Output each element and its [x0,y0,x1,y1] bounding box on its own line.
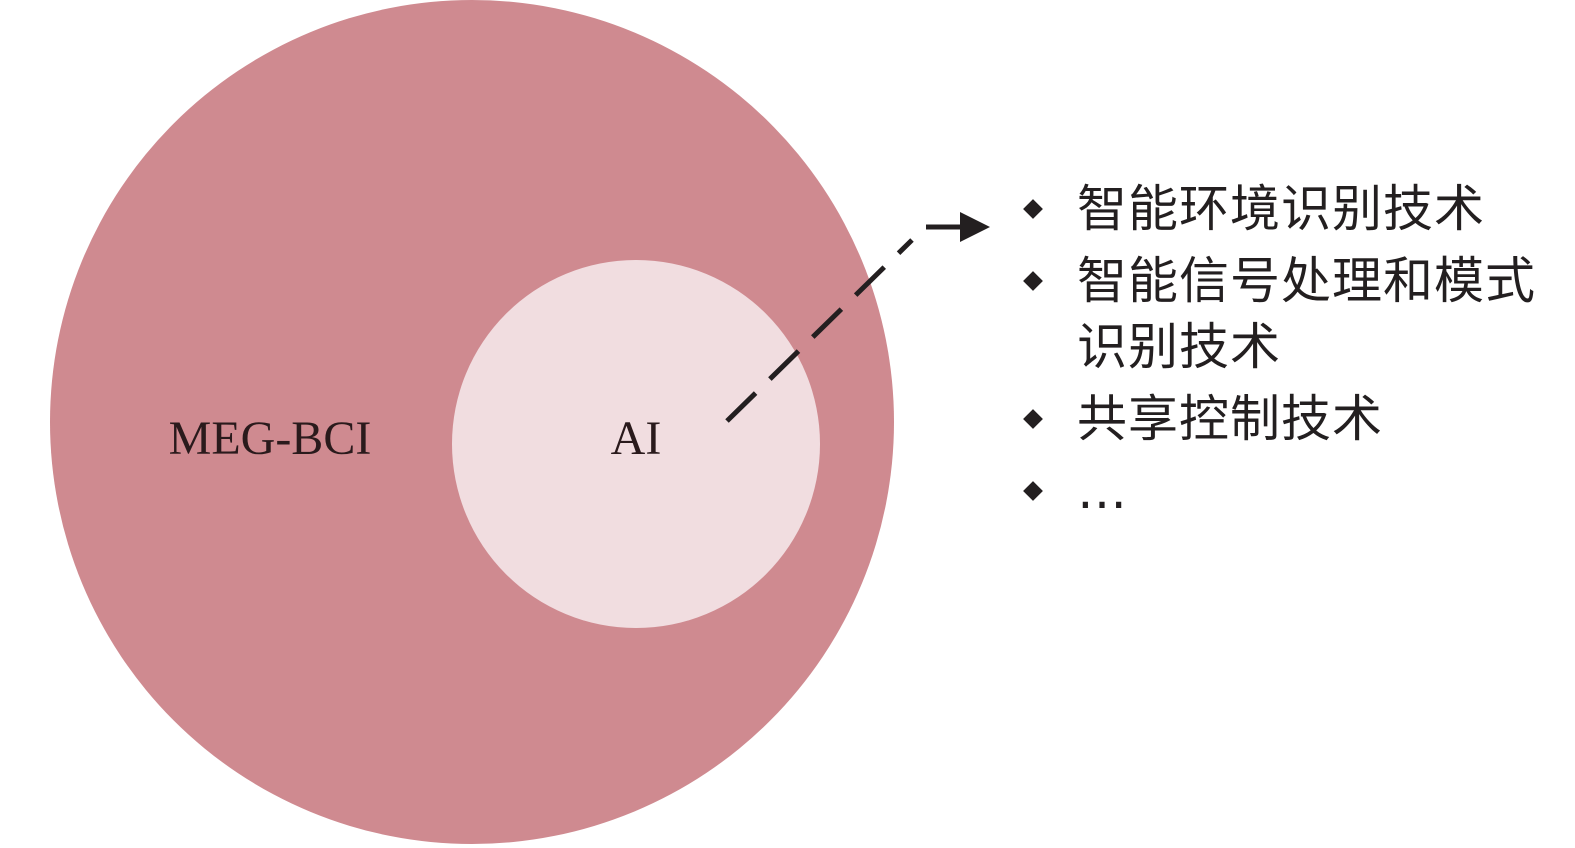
list-item: 智能信号处理和模式识别技术 [1022,248,1562,380]
diamond-bullet-icon [1023,409,1043,429]
outer-circle-label: MEG-BCI [169,412,372,465]
inner-circle-ai [452,260,820,628]
diamond-bullet-icon [1023,199,1043,219]
dashed-arrow [725,212,990,423]
list-item-text: 智能信号处理和模式识别技术 [1077,252,1536,376]
list-item: 智能环境识别技术 [1022,176,1562,242]
list-item-text: … [1077,462,1128,520]
dashed-arrow-diagonal [725,238,914,423]
list-item-text: 共享控制技术 [1077,390,1383,448]
inner-circle-label: AI [611,412,662,465]
diamond-bullet-icon [1023,271,1043,291]
arrowhead-icon [960,212,990,242]
list-item: 共享控制技术 [1022,386,1562,452]
list-item-text: 智能环境识别技术 [1077,180,1485,238]
feature-list: 智能环境识别技术 智能信号处理和模式识别技术 共享控制技术 … [1022,176,1562,530]
list-item: … [1022,458,1562,524]
diamond-bullet-icon [1023,481,1043,501]
